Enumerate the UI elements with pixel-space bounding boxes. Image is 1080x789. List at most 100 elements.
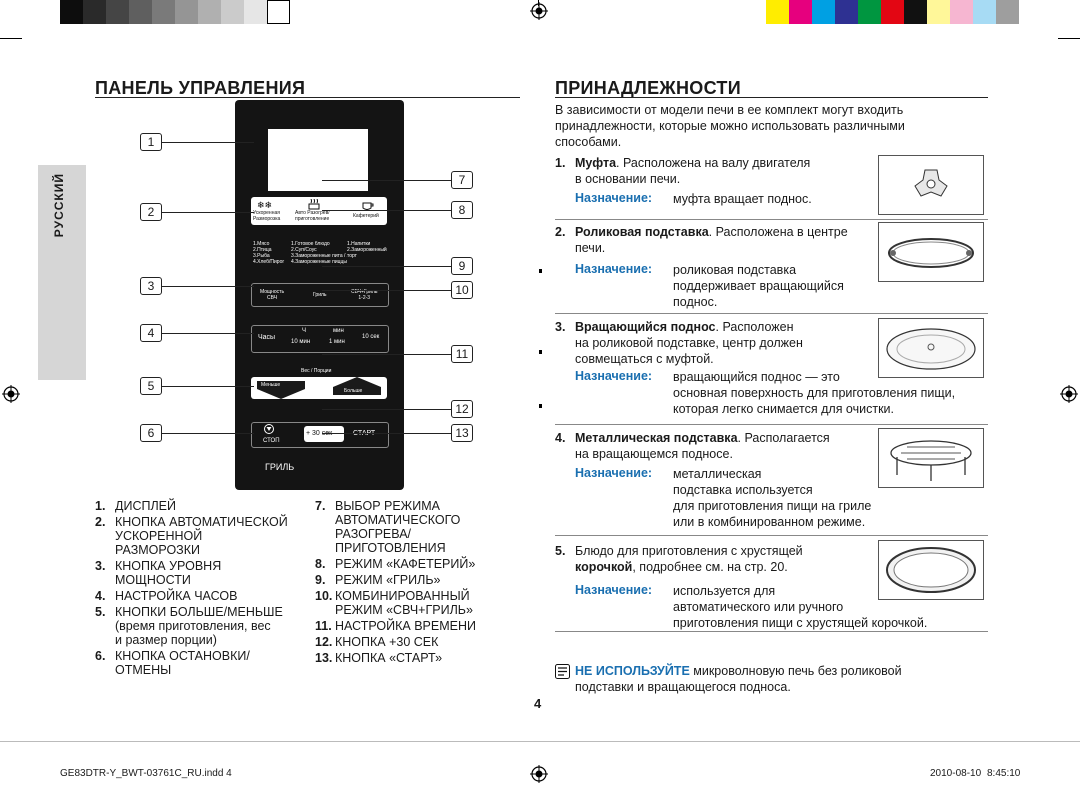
display-window <box>268 129 368 191</box>
callout-3: 3 <box>140 277 162 295</box>
food-cell: 2.Замороженный <box>347 247 387 253</box>
purpose-label: Назначение: <box>575 466 653 480</box>
control-panel-illustration: ❄❄ Ускоренная Разморозка Авто Разогрев/ … <box>235 100 404 490</box>
purpose-line: приготовления пищи с хрустящей корочкой. <box>673 616 928 630</box>
food-cell: 1.Готовое блюдо <box>291 241 330 247</box>
separator <box>555 219 988 220</box>
combo-label-bottom: 1-2-3 <box>358 295 371 301</box>
legend-item: 13.КНОПКА «СТАРТ» <box>315 651 515 665</box>
food-cell: 2.Суп/Соус <box>291 247 317 253</box>
accessory-name: Вращающийся поднос <box>575 320 716 334</box>
start-row <box>251 422 389 448</box>
legend-line: и размер порции) <box>115 633 217 647</box>
accessory-name: Муфта <box>575 156 617 170</box>
callout-5: 5 <box>140 377 162 395</box>
legend-item: 11.НАСТРОЙКА ВРЕМЕНИ <box>315 619 515 633</box>
stop-icon <box>264 424 274 434</box>
crop-mark <box>0 38 22 39</box>
gray-swatch <box>129 0 152 24</box>
legend-number: 3. <box>95 559 106 573</box>
callout-10: 10 <box>451 281 473 299</box>
roller-ring-icon <box>888 238 974 268</box>
defrost-icon: ❄❄ <box>257 201 272 209</box>
note-icon <box>555 664 570 679</box>
callout-9: 9 <box>451 257 473 275</box>
cafe-label: Кафетерий <box>353 213 379 219</box>
accessory-number: 4. <box>555 431 566 445</box>
legend-item: 1.ДИСПЛЕЙ <box>95 499 315 513</box>
purpose-line: вращающийся поднос — это <box>673 370 840 384</box>
warning-rest: микроволновую печь без роликовой <box>689 664 902 678</box>
legend-line: КНОПКА УРОВНЯ <box>115 559 222 573</box>
purpose-line: или в комбинированном режиме. <box>673 515 866 529</box>
food-cell: 4.Хлеб/Пирог <box>253 259 285 265</box>
callout-7: 7 <box>451 171 473 189</box>
leader-line <box>322 266 451 267</box>
legend-text: РЕЖИМ «КАФЕТЕРИЙ» <box>335 557 475 571</box>
legend-line: РЕЖИМ «КАФЕТЕРИЙ» <box>335 557 476 571</box>
purpose-line: для приготовления пищи на гриле <box>673 499 872 513</box>
purpose-line: муфта вращает поднос. <box>673 192 812 206</box>
separator <box>555 424 988 425</box>
color-swatch <box>789 0 812 24</box>
registration-mark-icon <box>530 2 548 20</box>
turntable-icon <box>886 328 976 370</box>
purpose-text: муфта вращает поднос. <box>673 191 812 207</box>
accessory-name: Металлическая подставка <box>575 431 738 445</box>
accessory-description: Роликовая подставка. Расположена в центр… <box>575 224 870 256</box>
legend-text: ДИСПЛЕЙ <box>115 499 176 513</box>
purpose-label: Назначение: <box>575 583 653 597</box>
title-underline <box>95 97 520 98</box>
leader-line <box>322 433 451 434</box>
less-label: Меньше <box>261 382 281 388</box>
steam-pot-icon <box>308 199 320 210</box>
turntable-picture <box>878 318 984 378</box>
more-label: Больше <box>344 388 363 394</box>
legend-line: АВТОМАТИЧЕСКОГО <box>335 513 461 527</box>
accessory-desc-line: совмещаться с муфтой. <box>575 352 714 366</box>
accessory-number: 2. <box>555 225 566 239</box>
registration-mark-icon <box>2 385 20 403</box>
leader-line <box>162 333 254 334</box>
legend-item: 5.КНОПКИ БОЛЬШЕ/МЕНЬШЕ(время приготовлен… <box>95 605 315 647</box>
legend-line: НАСТРОЙКА ЧАСОВ <box>115 589 238 603</box>
leader-line <box>322 210 451 211</box>
legend-text: КНОПКА «СТАРТ» <box>335 651 442 665</box>
legend-line: КНОПКА +30 сек <box>335 635 439 649</box>
leader-line <box>322 409 451 410</box>
legend-line: РЕЖИМ «ГРИЛЬ» <box>335 573 441 587</box>
legend-number: 12. <box>315 635 333 649</box>
callout-2: 2 <box>140 203 162 221</box>
accessories-intro: В зависимости от модели печи в ее компле… <box>555 103 905 149</box>
accessory-desc-line: печи. <box>575 241 606 255</box>
legend-number: 2. <box>95 515 106 529</box>
language-label: РУССКИЙ <box>52 173 66 238</box>
color-swatch <box>950 0 973 24</box>
legend-line: ВЫБОР РЕЖИМА <box>335 499 440 513</box>
warning-bold: НЕ ИСПОЛЬЗУЙТЕ <box>575 664 690 678</box>
accessory-desc-line: на роликовой подставке, центр должен <box>575 336 803 350</box>
food-cell: 4.Замороженные пиццы <box>291 259 347 265</box>
function-buttons-strip: ❄❄ Ускоренная Разморозка Авто Разогрев/ … <box>251 197 387 225</box>
roller-ring-picture <box>878 222 984 282</box>
gray-swatch <box>221 0 244 24</box>
accessory-desc-rest: , подробнее см. на стр. 20. <box>632 560 788 574</box>
less-arrow-icon <box>257 381 305 399</box>
defrost-label-bottom: Разморозка <box>253 216 281 222</box>
food-cell: 3.Рыба <box>253 253 270 259</box>
clock-10min-label: 10 мин <box>291 339 311 345</box>
legend-text: КНОПКА ОСТАНОВКИ/ОТМЕНЫ <box>115 649 250 677</box>
clock-label: Часы <box>258 334 276 341</box>
purpose-line: автоматического или ручного <box>673 600 844 614</box>
color-swatch <box>927 0 950 24</box>
